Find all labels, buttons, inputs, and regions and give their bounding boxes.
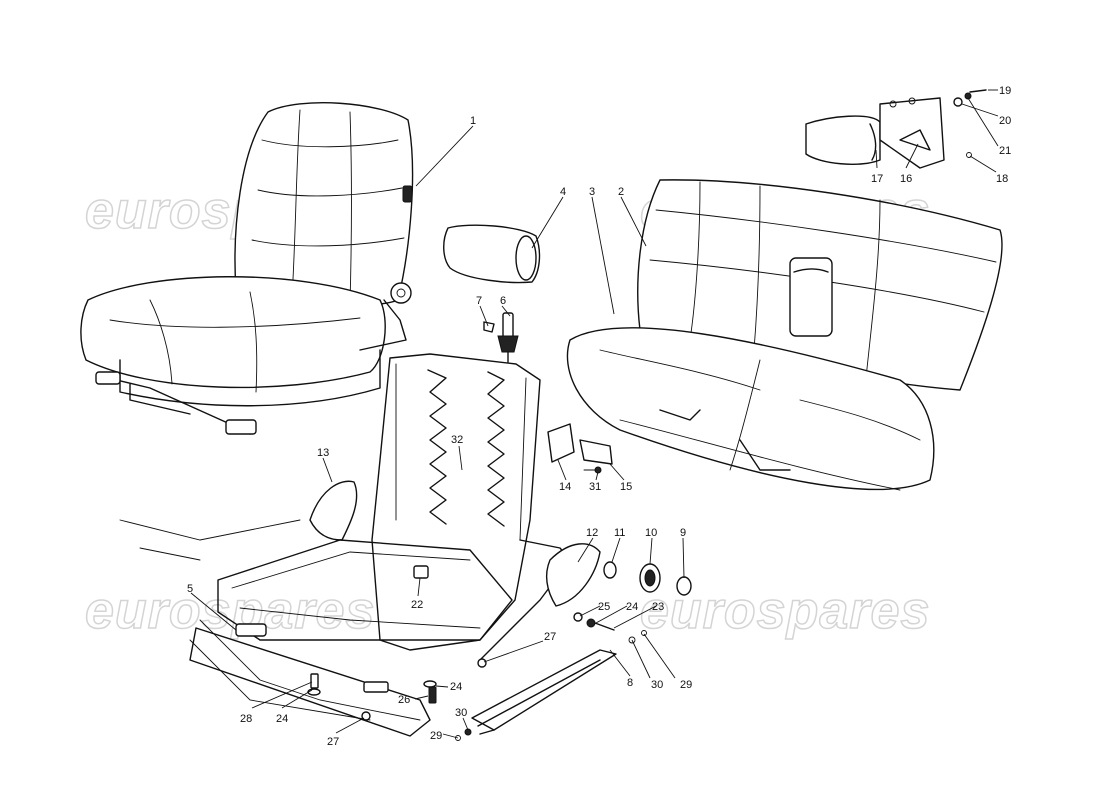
callout-17: 17 xyxy=(871,173,883,185)
callout-12: 12 xyxy=(586,527,598,539)
callout-1: 1 xyxy=(470,115,476,127)
callout-24-middle: 24 xyxy=(450,681,462,693)
callout-8: 8 xyxy=(627,677,633,689)
rear-seat-illustration xyxy=(566,179,1003,491)
callout-30-bottom: 30 xyxy=(455,707,467,719)
callout-29-bottom: 29 xyxy=(430,730,442,742)
callout-16: 16 xyxy=(900,173,912,185)
headrest-post-illustration xyxy=(483,312,519,363)
callout-11: 11 xyxy=(614,527,625,539)
callout-10: 10 xyxy=(645,527,657,539)
callout-2: 2 xyxy=(618,186,624,198)
callout-18: 18 xyxy=(996,173,1008,185)
callout-21: 21 xyxy=(999,145,1011,157)
callout-3: 3 xyxy=(589,186,595,198)
callout-5: 5 xyxy=(187,583,193,595)
callout-20: 20 xyxy=(999,115,1011,127)
callout-13: 13 xyxy=(317,447,329,459)
callout-31: 31 xyxy=(589,481,601,493)
callout-30-right: 30 xyxy=(651,679,663,691)
callout-4: 4 xyxy=(560,186,566,198)
callout-28: 28 xyxy=(240,713,252,725)
callout-32: 32 xyxy=(451,434,463,446)
callout-24-upper: 24 xyxy=(626,601,638,613)
callout-27-upper: 27 xyxy=(544,631,556,643)
callout-27-lower: 27 xyxy=(327,736,339,748)
callout-6: 6 xyxy=(500,295,506,307)
callout-7: 7 xyxy=(476,295,482,307)
callout-14: 14 xyxy=(559,481,571,493)
callout-19: 19 xyxy=(999,85,1011,97)
callout-24-lower: 24 xyxy=(276,713,288,725)
recliner-parts-illustration xyxy=(547,423,692,596)
callout-29-right: 29 xyxy=(680,679,692,691)
armrest-illustration xyxy=(805,89,987,169)
callout-23: 23 xyxy=(652,601,664,613)
leader-lines xyxy=(190,89,999,739)
callout-22: 22 xyxy=(411,599,423,611)
callout-9: 9 xyxy=(680,527,686,539)
front-seat-illustration xyxy=(80,102,414,435)
seat-frame-illustration xyxy=(119,353,601,737)
callout-26: 26 xyxy=(398,694,410,706)
callout-15: 15 xyxy=(620,481,632,493)
watermark-bottom-left: eurospares xyxy=(85,582,375,640)
callout-labels: 1 2 3 4 5 6 7 8 9 10 11 12 13 14 15 16 1… xyxy=(187,85,1011,748)
headrest-illustration xyxy=(443,224,541,284)
callout-25: 25 xyxy=(598,601,610,613)
